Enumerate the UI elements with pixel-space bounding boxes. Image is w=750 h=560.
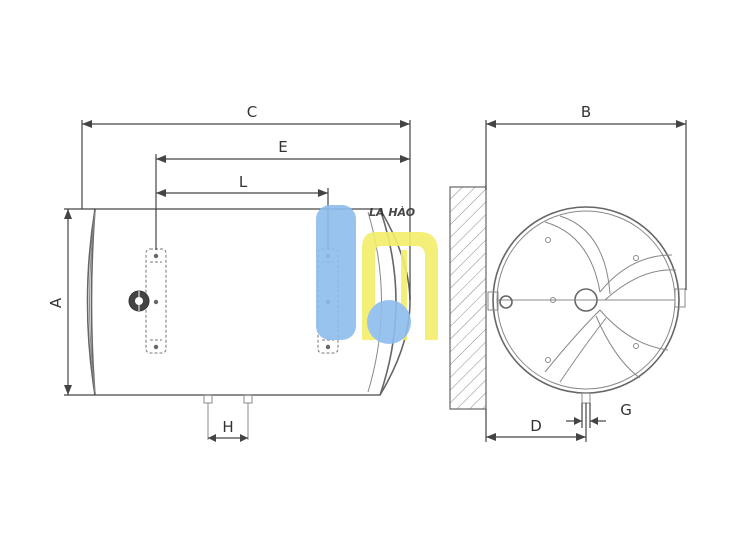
rib-arm-top [544, 215, 611, 295]
watermark-logo: LA HÀO [316, 205, 438, 344]
rib-arm-bottom [595, 309, 669, 379]
left-end-cap-inner [89, 211, 96, 393]
dimension-label-e: E [278, 138, 287, 156]
dimension-l: L [156, 173, 329, 250]
left-end-cap [86, 208, 96, 396]
dimension-label-a: A [47, 297, 65, 308]
dimension-label-d: D [530, 417, 542, 435]
dimension-c: C [81, 103, 411, 300]
rib-arm-right [599, 254, 677, 301]
dimension-h: H [208, 418, 248, 442]
dimension-label-b: B [581, 103, 591, 121]
dimension-g: G [566, 401, 632, 428]
watermark-blue-circle [367, 300, 411, 344]
bottom-pipes [203, 394, 253, 440]
watermark-blue-bar [316, 205, 356, 340]
dimension-label-h: H [222, 418, 233, 436]
dimension-a: A [47, 208, 95, 396]
end-view: B D G [449, 103, 687, 442]
right-fitting [674, 288, 686, 308]
rib-arm-left [544, 309, 607, 383]
thermostat-dial-icon [128, 290, 150, 312]
dimension-label-g: G [620, 401, 632, 419]
dimension-label-c: C [247, 103, 257, 121]
dimension-b: B [485, 103, 687, 290]
left-fitting [487, 291, 513, 311]
dimension-d: D [485, 403, 587, 442]
bottom-outlet-pipe [581, 392, 591, 404]
wall-hatched [449, 186, 487, 410]
dimension-e: E [155, 138, 410, 250]
dimension-label-l: L [239, 173, 248, 191]
watermark-text: LA HÀO [369, 205, 415, 219]
